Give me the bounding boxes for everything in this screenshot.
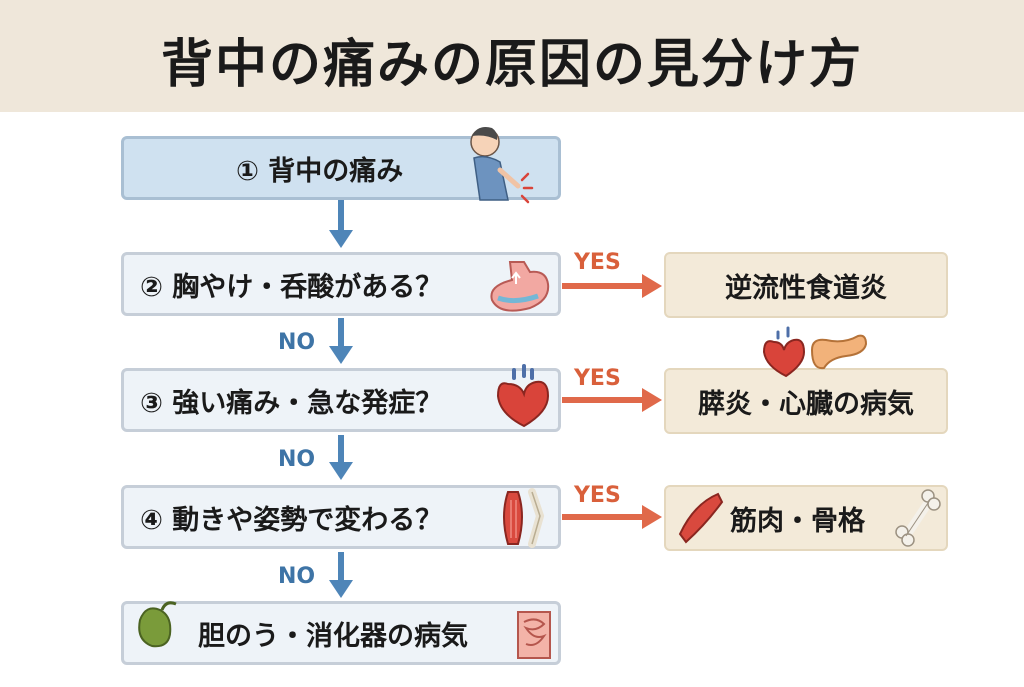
arrow-q2-to-q3 [329, 318, 353, 364]
heart-icon-small [762, 326, 806, 378]
node-q2-label: ② 胸やけ・呑酸がある？ [140, 271, 443, 303]
muscle-icon [503, 491, 523, 545]
result-r2-label: 逆流性食道炎 [725, 272, 887, 304]
intestine-icon [517, 611, 551, 659]
yes-label-q2: YES [574, 250, 621, 275]
title-band [0, 0, 1024, 112]
result-r4-label: 筋肉・骨格 [730, 505, 865, 537]
pancreas-icon [810, 334, 868, 370]
node-end-label: 胆のう・消化器の病気 [198, 620, 468, 652]
result-r3-label: 膵炎・心臓の病気 [698, 388, 914, 420]
arrow-q4-yes [562, 505, 662, 529]
page-title: 背中の痛みの原因の見分け方 [160, 35, 863, 95]
muscle-icon-result [678, 492, 724, 544]
yes-label-q4: YES [574, 483, 621, 508]
no-label-q3: NO [278, 447, 316, 472]
knee-joint-icon [528, 488, 545, 548]
node-q3: ③ 強い痛み・急な発症？ [121, 368, 561, 432]
arrow-q3-to-q4 [329, 435, 353, 480]
node-start-label: ① 背中の痛み [236, 155, 404, 187]
node-q2: ② 胸やけ・呑酸がある？ [121, 252, 561, 316]
arrow-q2-yes [562, 274, 662, 298]
node-q4: ④ 動きや姿勢で変わる？ [121, 485, 561, 549]
node-q4-label: ④ 動きや姿勢で変わる？ [140, 504, 443, 536]
yes-label-q3: YES [574, 366, 621, 391]
person-back-pain-icon [470, 127, 534, 204]
gallbladder-icon [138, 601, 177, 648]
stomach-icon [490, 261, 550, 312]
arrow-q4-to-end [329, 552, 353, 598]
arrow-q3-yes [562, 388, 662, 412]
no-label-q2: NO [278, 330, 316, 355]
node-q3-label: ③ 強い痛み・急な発症？ [140, 387, 443, 419]
no-label-q4: NO [278, 564, 316, 589]
node-end: 胆のう・消化器の病気 [121, 601, 561, 665]
result-r3: 膵炎・心臓の病気 [664, 368, 948, 434]
heart-icon [496, 364, 550, 428]
bone-icon [895, 489, 941, 547]
arrow-start-to-q2 [329, 200, 353, 248]
result-r4: 筋肉・骨格 [664, 485, 948, 551]
result-r2: 逆流性食道炎 [664, 252, 948, 318]
